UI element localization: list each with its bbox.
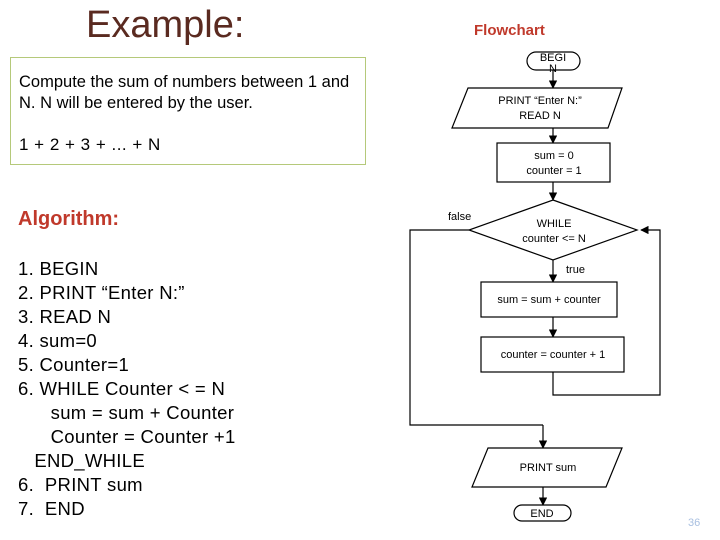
end-terminal: [513, 504, 572, 522]
false-branch-line: [409, 229, 543, 426]
slide-title: Example:: [86, 4, 245, 46]
while-label: WHILE: [537, 218, 572, 230]
algo-step: 2. PRINT “Enter N:”: [18, 282, 185, 303]
while-decision: [467, 199, 639, 261]
end-label: END: [530, 508, 553, 520]
while-label: counter <= N: [522, 233, 586, 245]
counter-process-label: counter = counter + 1: [501, 349, 606, 361]
sum-process-label: sum = sum + counter: [497, 294, 601, 306]
algo-step: sum = sum + Counter: [18, 402, 235, 423]
algo-step: 7. END: [18, 498, 85, 519]
algo-step: 4. sum=0: [18, 330, 98, 351]
problem-box: Compute the sum of numbers between 1 and…: [10, 57, 366, 165]
init-process: [496, 142, 611, 183]
algorithm-steps: 1. BEGIN 2. PRINT “Enter N:” 3. READ N 4…: [18, 257, 236, 521]
page-number: 36: [688, 517, 701, 529]
loop-back-line: [552, 225, 661, 396]
algo-step: END_WHILE: [18, 450, 145, 471]
algorithm-title: Algorithm:: [18, 208, 120, 230]
algo-step: 6. WHILE Counter < = N: [18, 378, 226, 399]
io-parallelogram: [451, 87, 623, 129]
flowchart-title: Flowchart: [474, 22, 545, 39]
sum-formula: 1 + 2 + 3 + ... + N: [19, 135, 161, 154]
begin-label: BEGI: [540, 52, 566, 64]
algo-step: 1. BEGIN: [18, 258, 99, 279]
init-label: counter = 1: [526, 165, 581, 177]
counter-process: [480, 336, 625, 373]
io-label: READ N: [519, 110, 561, 122]
begin-label: N: [549, 63, 557, 75]
init-label: sum = 0: [534, 150, 573, 162]
print-label: PRINT sum: [520, 462, 577, 474]
algo-step: 3. READ N: [18, 306, 112, 327]
algo-step: 5. Counter=1: [18, 354, 130, 375]
algo-step: Counter = Counter +1: [18, 426, 236, 447]
false-label: false: [448, 211, 471, 223]
print-parallelogram: [471, 447, 623, 488]
algo-step: 6. PRINT sum: [18, 474, 143, 495]
sum-process: [480, 281, 618, 318]
true-label: true: [566, 264, 585, 276]
io-label: PRINT “Enter N:”: [498, 95, 582, 107]
problem-statement: Compute the sum of numbers between 1 and…: [19, 73, 350, 112]
